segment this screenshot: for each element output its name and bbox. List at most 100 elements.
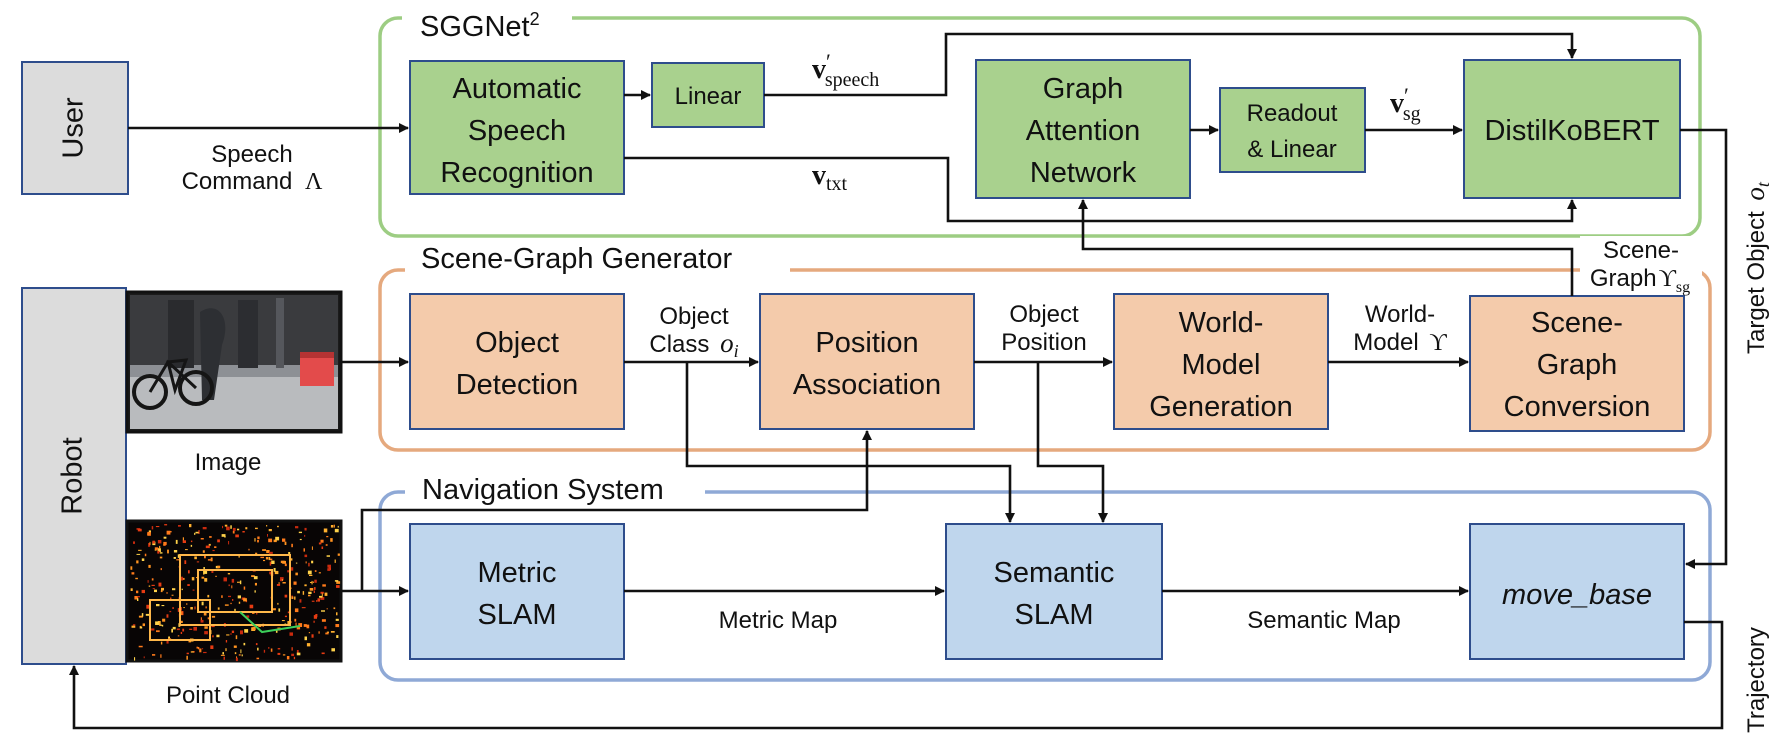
svg-text:Model: Model [1182, 349, 1261, 381]
point-cloud-point [181, 588, 183, 591]
point-cloud-structure [197, 569, 273, 613]
user-label: User [58, 97, 90, 159]
point-cloud-point [294, 608, 299, 613]
point-cloud-point [304, 636, 307, 641]
point-cloud-point [237, 595, 241, 599]
point-cloud-point [252, 626, 256, 631]
point-cloud-point [199, 648, 202, 653]
svg-text:Automatic: Automatic [453, 73, 582, 105]
point-cloud-point [136, 590, 139, 594]
point-cloud-point [162, 618, 166, 622]
group-title-bg-sggnet [402, 6, 572, 36]
svg-text:Object: Object [1009, 301, 1079, 328]
point-cloud-point [327, 568, 331, 571]
point-cloud-point [321, 619, 326, 622]
point-cloud-point [145, 613, 150, 616]
point-cloud-point [195, 531, 199, 534]
point-cloud-point [137, 596, 140, 598]
point-cloud-point [321, 610, 325, 612]
point-cloud-point [217, 539, 220, 543]
point-cloud-point [158, 582, 162, 587]
point-cloud-structure [179, 554, 291, 626]
point-cloud-point [324, 592, 328, 596]
point-cloud-point [223, 577, 227, 582]
point-cloud-point [234, 652, 237, 655]
point-cloud-point [173, 550, 178, 553]
point-cloud-point [136, 553, 141, 555]
point-cloud-point [172, 588, 176, 591]
readout-linear-node: Readout & Linear [1219, 87, 1366, 173]
point-cloud-point [134, 596, 138, 600]
point-cloud-point [220, 654, 225, 656]
point-cloud-point [233, 645, 237, 648]
point-cloud-point [186, 652, 189, 655]
point-cloud-point [306, 643, 311, 647]
point-cloud-point [246, 615, 250, 618]
point-cloud-point [268, 647, 270, 649]
point-cloud-point [320, 597, 325, 600]
label-v-txt: vtxt [812, 160, 848, 195]
point-cloud-point [240, 649, 242, 654]
point-cloud-point [194, 606, 196, 610]
point-cloud-point [166, 640, 169, 644]
point-cloud-point [288, 552, 291, 556]
point-cloud-point [200, 619, 204, 623]
point-cloud-point [138, 615, 143, 618]
point-cloud-point [334, 580, 339, 582]
point-cloud-point [200, 538, 204, 540]
point-cloud-point [257, 647, 259, 651]
point-cloud-point [251, 575, 255, 577]
point-cloud-point [230, 525, 232, 529]
svg-text:Network: Network [1030, 157, 1137, 189]
point-cloud-point [284, 541, 287, 545]
point-cloud-point [151, 584, 155, 586]
point-cloud-point [192, 589, 195, 591]
point-cloud-point [141, 558, 145, 561]
point-cloud-point [139, 626, 143, 629]
point-cloud-point [275, 628, 278, 633]
point-cloud-point [177, 635, 180, 637]
point-cloud-point [231, 578, 235, 583]
point-cloud-point [193, 626, 197, 631]
label-target-object: Target Object ot [1740, 181, 1773, 354]
point-cloud-point [230, 602, 232, 605]
point-cloud-point [150, 628, 155, 631]
point-cloud-point [228, 595, 231, 598]
point-cloud-point [256, 612, 258, 615]
point-cloud-point [273, 539, 277, 543]
point-cloud-point [190, 651, 195, 653]
point-cloud-point [249, 604, 254, 609]
label-object-class: Object Class oi [649, 303, 738, 361]
point-cloud-point [228, 584, 230, 587]
point-cloud-point [159, 624, 162, 626]
point-cloud-point [202, 527, 207, 530]
point-cloud-point [244, 629, 249, 633]
point-cloud-point [204, 578, 208, 582]
point-cloud-point [164, 524, 168, 526]
point-cloud-point [228, 541, 230, 545]
point-cloud-point [254, 582, 257, 586]
svg-text:Detection: Detection [456, 369, 579, 401]
point-cloud-point [295, 526, 299, 529]
point-cloud-point [318, 572, 321, 574]
object-detection-node: Object Detection [409, 293, 625, 430]
point-cloud-point [194, 556, 197, 560]
point-cloud-point [179, 620, 183, 623]
point-cloud-point [237, 528, 240, 531]
point-cloud-point [217, 607, 220, 610]
point-cloud-point [203, 570, 208, 574]
point-cloud-point [313, 615, 317, 619]
point-cloud-point [314, 579, 317, 583]
point-cloud-point [209, 536, 212, 538]
point-cloud-point [176, 559, 180, 561]
point-cloud-point [138, 645, 143, 648]
point-cloud-point [253, 576, 258, 580]
point-cloud-point [186, 655, 188, 660]
point-cloud-point [141, 613, 144, 617]
point-cloud-point [190, 544, 193, 547]
point-cloud-point [152, 588, 155, 590]
point-cloud-point [301, 607, 306, 609]
robot-node: Robot [21, 287, 127, 665]
point-cloud-point [268, 529, 272, 532]
